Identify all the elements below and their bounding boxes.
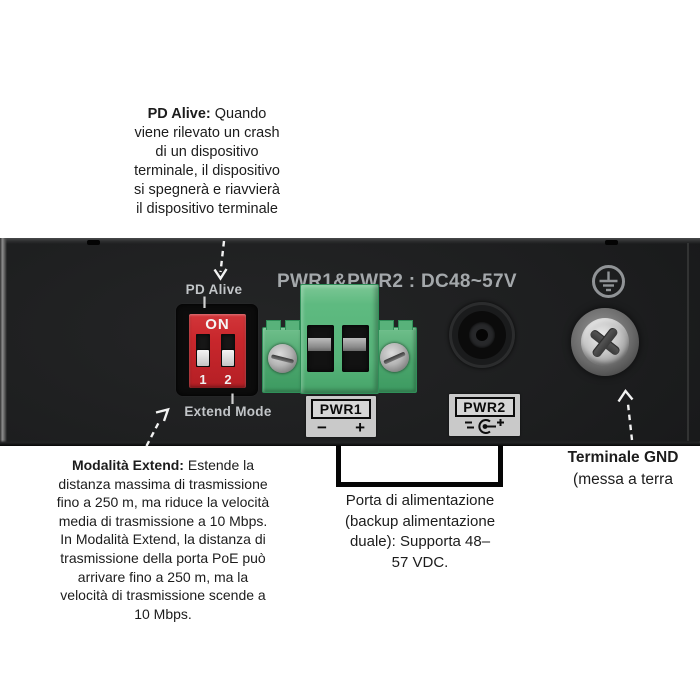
dip-pin-1-label: 1 xyxy=(199,372,207,387)
pwr1-polarity-row: − + xyxy=(306,419,376,436)
earth-ground-icon xyxy=(592,265,625,298)
panel-seam xyxy=(687,243,689,441)
terminal-flange-left xyxy=(262,320,304,393)
callout-gnd-terminal: Terminale GND (messa a terra xyxy=(541,447,700,490)
callout-line: il dispositivo terminale xyxy=(136,201,278,217)
dc-jack-pin-hole xyxy=(476,329,488,341)
callout-line: velocità di trasmissione scende a xyxy=(60,587,266,604)
callout-line: fino a 250 m, ma riduce la velocità xyxy=(56,494,270,511)
dip-switch[interactable]: ON 1 2 xyxy=(189,314,246,388)
callout-power-port: Porta di alimentazione (backup alimentaz… xyxy=(318,491,522,573)
callout-line: Terminale GND xyxy=(567,449,679,466)
pwr2-plate: PWR2 xyxy=(449,394,520,436)
dip-switch-recess: ON 1 2 xyxy=(176,304,258,396)
callout-line: (messa a terra xyxy=(573,470,673,488)
terminal-contact xyxy=(308,338,331,351)
callout-line: Porta di alimentazione xyxy=(345,492,495,509)
flange-tooth xyxy=(398,320,413,330)
terminal-flange-right xyxy=(375,320,417,393)
pd-alive-print: PD Alive xyxy=(185,282,243,297)
bracket-right-arm xyxy=(498,446,503,487)
callout-line: trasmissione della porta PoE può xyxy=(60,549,266,566)
extend-mode-print: Extend Mode xyxy=(184,404,272,419)
dip-slider-2[interactable] xyxy=(222,350,234,366)
flange-tooth xyxy=(266,320,281,330)
callout-line: si spegnerà e riavvierà xyxy=(134,182,280,198)
flange-tooth xyxy=(379,320,394,330)
callout-line: viene rilevato un crash xyxy=(134,125,280,141)
dip-slot-1 xyxy=(196,334,210,367)
pwr1-plate: PWR1 − + xyxy=(306,396,376,437)
dip-pin-2-label: 2 xyxy=(224,372,232,387)
panel-notch xyxy=(605,240,618,245)
dip-slider-1[interactable] xyxy=(197,350,209,366)
terminal-screw-left[interactable] xyxy=(268,344,297,373)
callout-line: media di trasmissione a 10 Mbps. xyxy=(58,512,268,529)
callout-extend-mode: Modalità Extend: Estende la distanza mas… xyxy=(48,456,278,623)
callout-line: duale): Supporta 48– xyxy=(349,533,491,550)
panel-notch xyxy=(87,240,100,245)
gnd-screw-head xyxy=(581,318,629,366)
callout-pd-alive: PD Alive: Quando viene rilevato un crash… xyxy=(102,105,312,219)
terminal-hole-2 xyxy=(342,325,369,372)
callout-line: (backup alimentazione xyxy=(344,512,496,530)
dc-jack[interactable] xyxy=(449,302,515,368)
callout-line: terminale, il dispositivo xyxy=(134,163,280,179)
device-rear-panel: PWR1&PWR2 : DC48~57V PD Alive Extend Mod… xyxy=(0,238,700,446)
callout-line: PD Alive: Quando xyxy=(147,106,267,122)
dip-slot-2 xyxy=(221,334,235,367)
flange-tooth xyxy=(285,320,300,330)
bracket-bottom-bar xyxy=(336,482,503,487)
terminal-block-plug xyxy=(300,284,379,394)
screw-slot xyxy=(270,353,295,364)
pwr2-plate-title: PWR2 xyxy=(454,397,515,417)
bracket-left-arm xyxy=(336,446,341,487)
dc-polarity-icon xyxy=(464,419,504,434)
callout-line: In Modalità Extend, la distanza di xyxy=(60,531,266,548)
terminal-contact xyxy=(343,338,366,351)
minus-sign: − xyxy=(317,418,327,437)
pwr2-polarity-row xyxy=(449,418,520,434)
callout-line: Modalità Extend: Estende la xyxy=(71,457,255,473)
panel-left-edge xyxy=(0,238,7,446)
terminal-screw-right[interactable] xyxy=(380,343,409,372)
dip-on-label: ON xyxy=(205,316,230,333)
callout-line: di un dispositivo xyxy=(155,144,259,160)
dc-jack-barrel xyxy=(458,311,506,359)
earth-ground-glyph xyxy=(599,271,618,292)
terminal-hole-1 xyxy=(307,325,334,372)
callout-line: 57 VDC. xyxy=(391,553,449,571)
callout-line: distanza massima di trasmissione xyxy=(58,475,268,492)
gnd-screw[interactable] xyxy=(571,308,639,376)
callout-line: arrivare fino a 250 m, ma la xyxy=(77,568,249,585)
screw-slot xyxy=(383,350,406,365)
callout-line: 10 Mbps. xyxy=(134,605,192,622)
plus-sign: + xyxy=(355,418,365,437)
pwr1-plate-title: PWR1 xyxy=(311,399,371,419)
